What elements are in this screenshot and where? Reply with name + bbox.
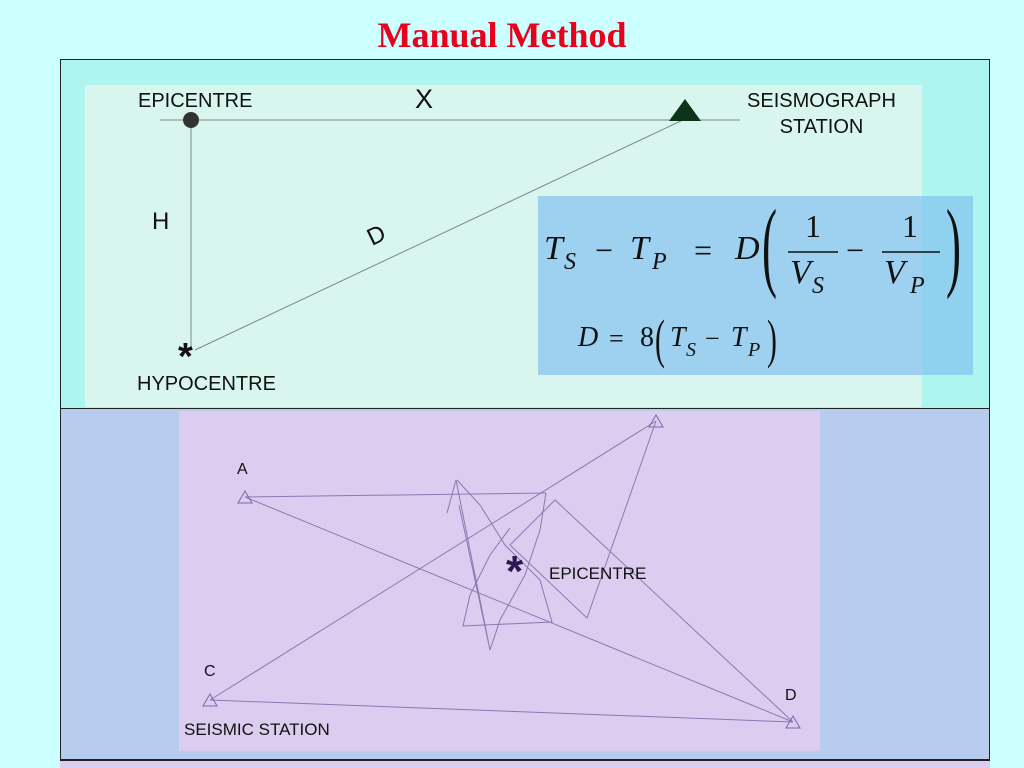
outline-triangle-icon [648,414,664,428]
x-label: X [415,84,434,114]
formula-sub-p: P [652,249,667,275]
formula-rparen: ) [946,189,961,300]
formula-eight: 8 [640,322,654,353]
arc-station-d [509,420,794,723]
formula-v: V [884,254,905,291]
formula-sub-s: S [812,273,824,299]
formula-minus: − [595,232,614,268]
formula-d: D [735,230,760,267]
station-a-label: A [237,461,248,478]
arc-right [446,479,491,651]
formula-lparen: ( [762,189,777,300]
seismic-station-label: SEISMIC STATION [184,720,330,739]
formula-t: T [544,230,563,267]
outline-triangle-icon [202,693,218,707]
station-label-line2: STATION [779,116,864,138]
line-c-d [209,699,794,723]
h-label: H [152,208,170,235]
formula-minus: − [705,324,720,353]
formula-lparen: ( [655,309,665,369]
formula-t: T [731,322,747,353]
formula-d: D [578,322,599,353]
formula-numerator: 1 [805,208,821,244]
station-label-line1: SEISMOGRAPH [747,90,896,112]
line-a-top [244,492,547,498]
formula-sub-s: S [686,339,696,361]
formula-box [538,196,973,375]
formula-v: V [790,254,811,291]
formula-sub-p: P [910,273,925,299]
filled-circle-icon [183,112,199,128]
formula-equals: = [694,232,713,268]
bottom-divider [60,760,990,768]
formula-sub-p: P [748,339,761,361]
station-c-label: C [204,663,216,680]
outline-triangle-icon [237,490,253,504]
formula-numerator: 1 [902,208,918,244]
formula-equals: = [609,324,624,353]
formula-minus: − [846,232,865,268]
bottom-epicentre-label: EPICENTRE [549,564,647,583]
arc-a [489,492,547,651]
page-title: Manual Method [377,15,627,55]
asterisk-icon: * [178,336,193,378]
formula-t: T [630,230,649,267]
formula-rparen: ) [767,309,777,369]
line-a-d [244,496,794,723]
outline-triangle-icon [785,715,801,729]
bottom-panel-inner [179,411,820,751]
distance-line-d [194,118,686,351]
formula-sub-s: S [564,249,576,275]
epicentre-label: EPICENTRE [138,90,253,112]
hypocentre-label: HYPOCENTRE [137,373,276,395]
arc-left [456,479,553,627]
asterisk-icon: * [506,547,524,596]
line-c-top [209,420,657,701]
filled-triangle-icon [669,99,701,121]
station-d-label: D [785,687,797,704]
formula-t: T [670,322,686,353]
